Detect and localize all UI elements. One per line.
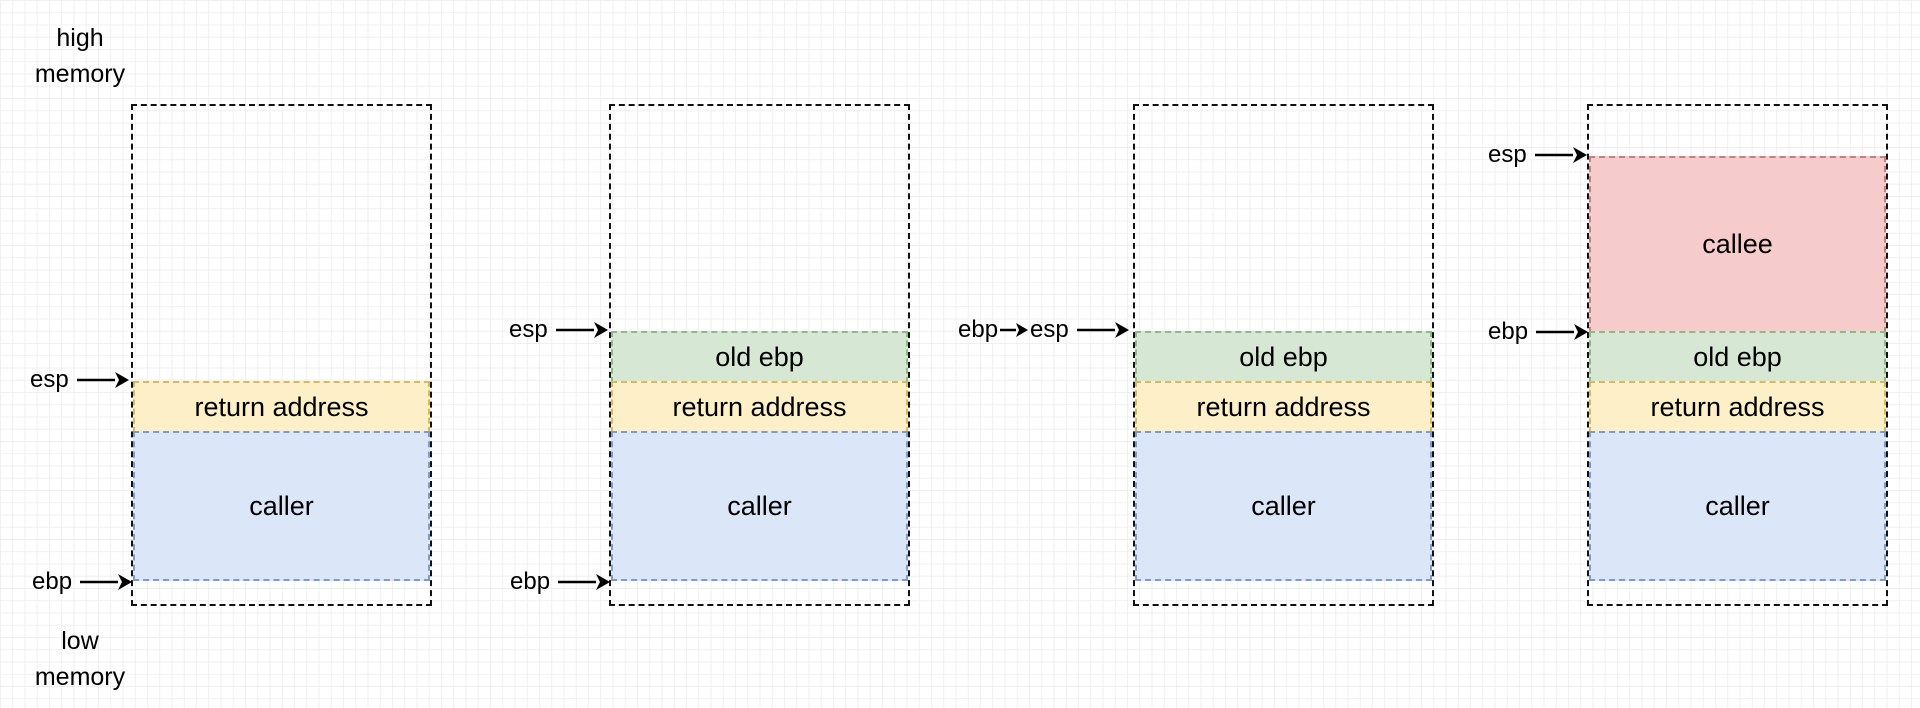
arrow-right-icon (1000, 323, 1029, 337)
caller-block: caller (133, 431, 430, 581)
return-address-block: return address (1135, 381, 1432, 433)
arrow-right-icon (76, 372, 129, 388)
arrow-right-icon (1534, 147, 1587, 163)
return-address-block: return address (133, 381, 430, 433)
arrow-right-icon (558, 574, 611, 590)
stack-frame-1: return address caller (131, 104, 432, 606)
esp-pointer: esp (1488, 140, 1589, 170)
stack-frame-3: old ebp return address caller (1133, 104, 1434, 606)
arrow-right-icon (1536, 324, 1589, 340)
low-memory-label: low memory (34, 627, 126, 691)
stack-frame-2: old ebp return address caller (609, 104, 910, 606)
caller-block: caller (1589, 431, 1886, 581)
arrow-right-icon (1076, 322, 1129, 338)
arrow-right-icon (80, 574, 133, 590)
caller-block: caller (1135, 431, 1432, 581)
return-address-block: return address (611, 381, 908, 433)
old-ebp-block: old ebp (1589, 331, 1886, 383)
old-ebp-block: old ebp (1135, 331, 1432, 383)
ebp-pointer: ebp (32, 567, 134, 597)
return-address-block: return address (1589, 381, 1886, 433)
callee-block: callee (1589, 156, 1886, 333)
ebp-label: ebp (958, 316, 999, 343)
stack-frame-4: callee old ebp return address caller (1587, 104, 1888, 606)
esp-pointer: esp (30, 365, 131, 395)
esp-pointer: esp (509, 315, 610, 345)
caller-block: caller (611, 431, 908, 581)
arrow-right-icon (555, 322, 608, 338)
high-memory-label: high memory (34, 24, 126, 88)
esp-label: esp (1030, 316, 1069, 343)
ebp-pointer: ebp (510, 567, 612, 597)
ebp-esp-pointer: ebp esp (958, 315, 1131, 345)
ebp-pointer: ebp (1488, 317, 1590, 347)
old-ebp-block: old ebp (611, 331, 908, 383)
